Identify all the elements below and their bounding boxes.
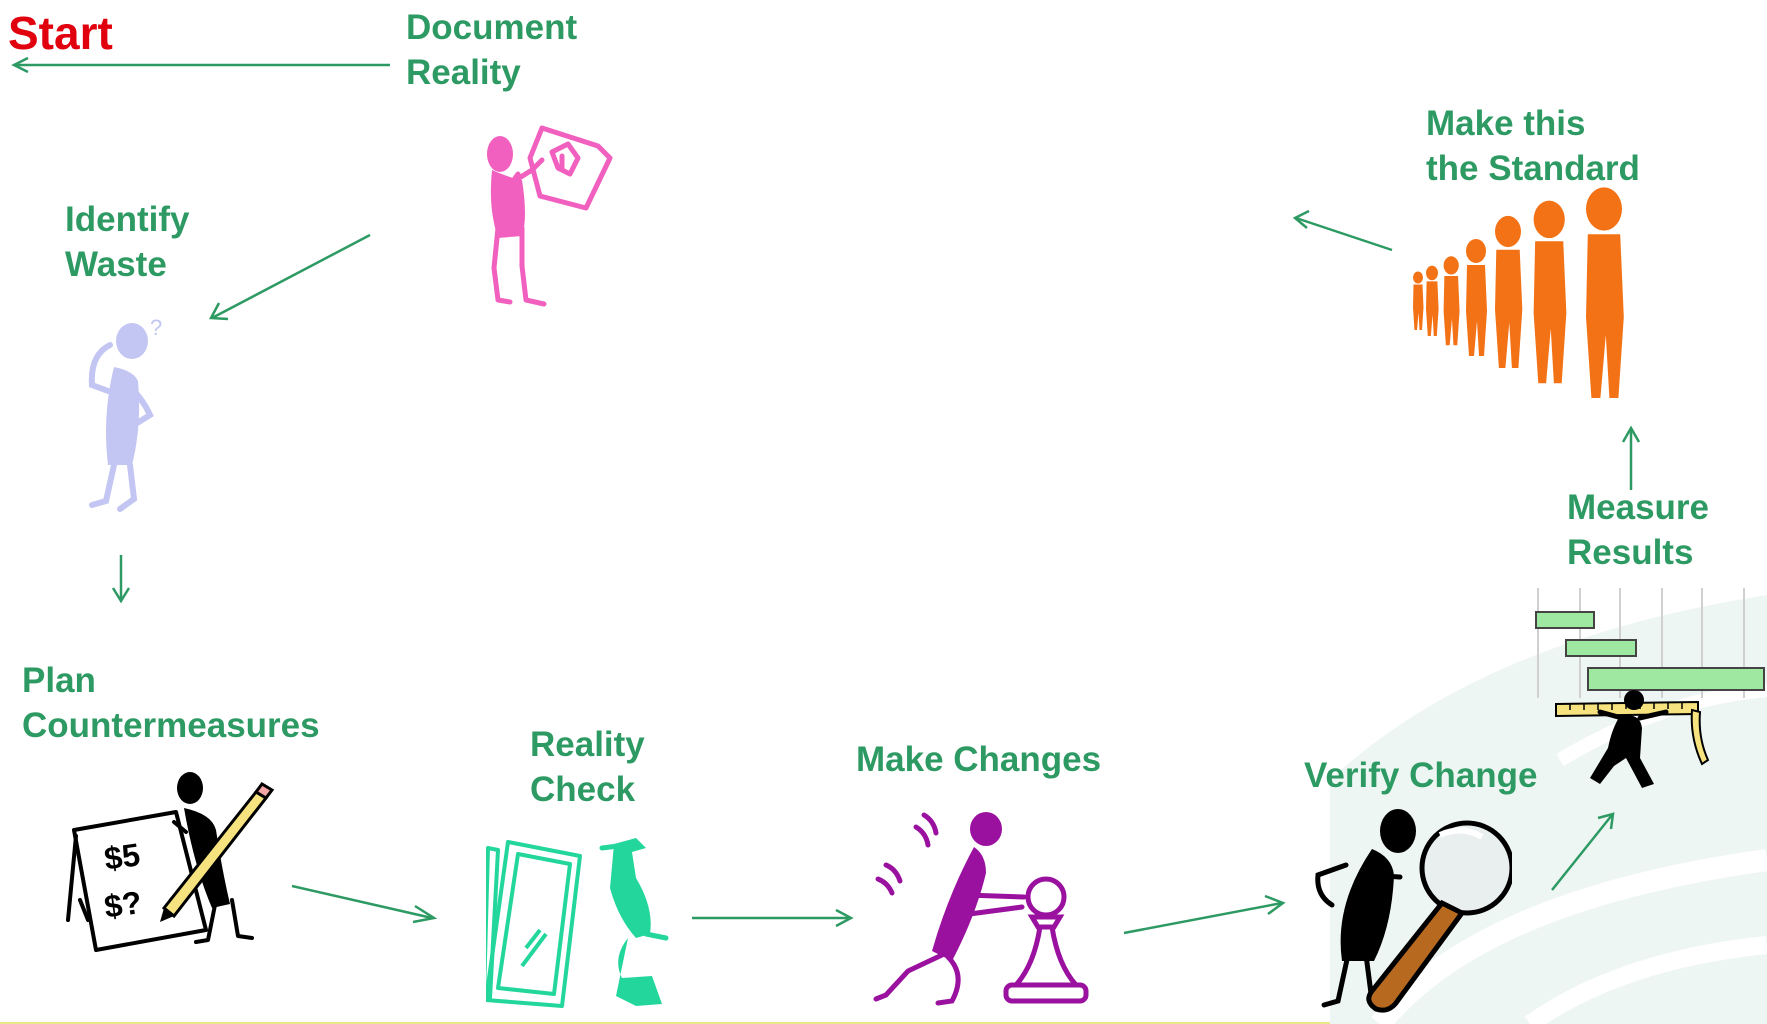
label-line: Countermeasures bbox=[22, 706, 320, 745]
verify-change-label: Verify Change bbox=[1304, 756, 1538, 795]
plan-sign-top: $5 bbox=[102, 836, 142, 877]
make-standard-figure bbox=[1413, 187, 1624, 398]
document-reality-figure bbox=[487, 125, 613, 307]
plan-countermeasures-figure: $5 $? bbox=[66, 772, 275, 952]
arrow-to-verify-change bbox=[1123, 894, 1286, 935]
results-bar bbox=[1587, 667, 1765, 691]
identify-waste-figure: ? bbox=[88, 315, 162, 512]
arrow-to-reality-check bbox=[291, 884, 438, 924]
svg-text:?: ? bbox=[150, 315, 162, 340]
make-changes-figure bbox=[873, 812, 1089, 1006]
label-line: Identify bbox=[65, 200, 190, 239]
label-line: Document bbox=[406, 8, 578, 47]
arrow-to-start bbox=[11, 56, 390, 74]
plan-sign-bottom: $? bbox=[102, 884, 144, 925]
arrow-to-make-changes bbox=[692, 908, 854, 928]
identify-waste-label: Identify Waste bbox=[65, 197, 189, 287]
results-bar bbox=[1565, 639, 1637, 657]
arrow-to-plan-countermeasures bbox=[111, 555, 131, 604]
reality-check-figure bbox=[486, 838, 669, 1008]
label-line: Measure bbox=[1567, 488, 1710, 527]
arrow-to-make-standard bbox=[1621, 425, 1641, 490]
measure-results-label: Measure Results bbox=[1567, 485, 1709, 575]
label-line: Results bbox=[1567, 533, 1694, 572]
label-line: Reality bbox=[530, 725, 645, 764]
arrow-from-make-standard bbox=[1292, 209, 1393, 252]
reality-check-label: Reality Check bbox=[530, 722, 645, 812]
label-line: the Standard bbox=[1426, 149, 1640, 188]
start-label: Start bbox=[8, 7, 113, 59]
label-line: Waste bbox=[65, 245, 167, 284]
label-line: Reality bbox=[406, 53, 521, 92]
make-standard-label: Make this the Standard bbox=[1426, 101, 1640, 191]
bottom-rule bbox=[0, 1022, 1330, 1024]
arrow-to-identify-waste bbox=[208, 233, 371, 321]
make-changes-label: Make Changes bbox=[856, 740, 1102, 779]
arrow-to-measure-results bbox=[1551, 812, 1615, 891]
document-reality-label: Document Reality bbox=[406, 5, 577, 95]
label-line: Make this bbox=[1426, 104, 1586, 143]
results-bar bbox=[1535, 611, 1595, 629]
label-line: Check bbox=[530, 770, 636, 809]
measure-results-figure bbox=[1535, 588, 1765, 788]
plan-countermeasures-label: Plan Countermeasures bbox=[22, 658, 320, 748]
label-line: Plan bbox=[22, 661, 96, 700]
verify-change-figure bbox=[1315, 809, 1512, 1013]
